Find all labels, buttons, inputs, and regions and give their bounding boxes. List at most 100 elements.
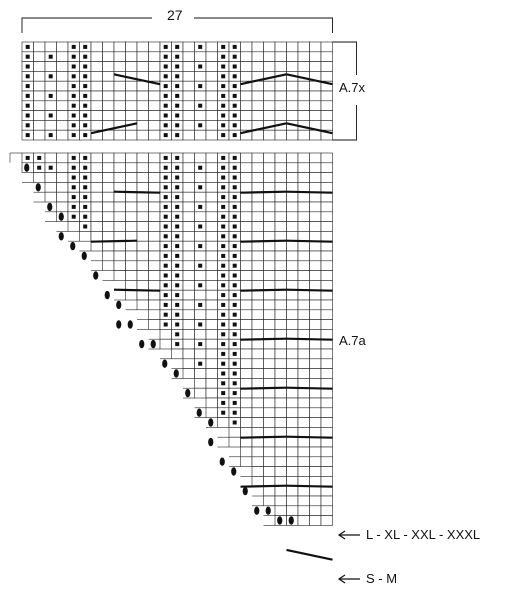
chart-cell <box>44 41 57 53</box>
chart-cell <box>205 110 218 121</box>
chart-cell <box>286 368 299 379</box>
chart-cell <box>297 338 310 350</box>
chart-cell <box>125 80 138 92</box>
chart-cell <box>148 41 161 53</box>
purl-symbol <box>198 64 203 69</box>
chart-cell <box>251 182 264 193</box>
chart-cell <box>148 172 161 183</box>
purl-symbol <box>163 204 168 209</box>
chart-cell <box>286 358 299 369</box>
decrease-symbol <box>47 202 53 212</box>
purl-symbol <box>25 54 30 59</box>
purl-symbol <box>175 244 180 249</box>
decrease-symbol <box>58 232 64 241</box>
size-arrows <box>337 530 360 584</box>
chart-cell <box>297 476 310 487</box>
purl-symbol <box>175 293 180 298</box>
chart-cell <box>240 427 253 438</box>
chart-cell <box>309 280 322 291</box>
purl-symbol <box>232 283 237 288</box>
chart-cell <box>125 260 138 271</box>
chart-cell <box>136 182 149 193</box>
chart-cell <box>309 289 322 301</box>
chart-cell <box>90 182 103 193</box>
purl-symbol <box>221 371 226 376</box>
chart-cell <box>194 90 207 102</box>
chart-cell <box>309 466 322 477</box>
chart-cell <box>286 485 299 497</box>
chart-cell <box>320 397 333 409</box>
chart-cell <box>286 417 299 428</box>
chart-cell <box>90 90 103 102</box>
chart-cell <box>125 250 138 262</box>
chart-cell <box>194 231 207 242</box>
chart-cell <box>205 338 218 350</box>
purl-symbol <box>232 224 237 229</box>
chart-cell <box>136 172 149 183</box>
decrease-symbol <box>116 300 122 310</box>
chart-cell <box>33 120 46 131</box>
chart-cell <box>125 191 138 203</box>
chart-cell <box>286 319 299 330</box>
purl-symbol <box>221 74 226 79</box>
purl-symbol <box>198 204 203 209</box>
chart-cell <box>148 221 161 232</box>
chart-cell <box>251 397 264 409</box>
purl-symbol <box>232 195 237 200</box>
chart-cell <box>205 378 218 389</box>
chart-cell <box>297 51 310 62</box>
chart-cell <box>297 110 310 121</box>
chart-cell <box>320 51 333 62</box>
chart-cell <box>56 120 69 131</box>
chart-cell <box>56 152 69 164</box>
chart-cell <box>274 485 287 497</box>
chart-cell <box>263 485 276 497</box>
chart-cell <box>125 182 138 193</box>
purl-symbol <box>48 133 53 138</box>
chart-cell <box>33 71 46 82</box>
purl-symbol <box>232 342 237 347</box>
chart-cell <box>240 446 253 458</box>
chart-cell <box>274 80 287 92</box>
chart-cell <box>251 280 264 291</box>
chart-cell <box>286 172 299 183</box>
chart-cell <box>263 100 276 111</box>
chart-cell <box>263 172 276 183</box>
chart-cell <box>205 358 218 369</box>
purl-symbol <box>232 293 237 298</box>
chart-cell <box>309 61 322 72</box>
chart-cell <box>194 309 207 320</box>
chart-cell <box>274 446 287 458</box>
chart-cell <box>297 250 310 262</box>
chart-cell <box>274 260 287 271</box>
chart-cell <box>44 191 57 203</box>
chart-cell <box>286 299 299 311</box>
chart-cell <box>56 71 69 82</box>
chart-cell <box>263 329 276 340</box>
chart-cell <box>205 270 218 281</box>
chart-cell <box>136 110 149 121</box>
purl-symbol <box>83 204 88 209</box>
chart-cell <box>297 466 310 477</box>
chart-cell <box>194 387 207 399</box>
stitch-count-label: 27 <box>167 7 183 23</box>
chart-cell <box>286 100 299 111</box>
chart-cell <box>263 309 276 320</box>
chart-cell <box>274 201 287 213</box>
chart-cell <box>205 71 218 82</box>
chart-cell <box>205 100 218 111</box>
chart-cell <box>102 41 115 53</box>
chart-cell <box>263 152 276 164</box>
chart-cell <box>251 211 264 222</box>
purl-symbol <box>25 93 30 98</box>
chart-cell <box>90 41 103 53</box>
chart-cell <box>148 129 161 141</box>
decrease-symbol <box>196 408 202 417</box>
purl-symbol <box>71 64 76 69</box>
chart-cell <box>240 172 253 183</box>
chart-cell <box>251 250 264 262</box>
purl-symbol <box>48 74 53 79</box>
chart-cell <box>205 407 218 418</box>
chart-cell <box>286 338 299 350</box>
chart-cell <box>194 329 207 340</box>
